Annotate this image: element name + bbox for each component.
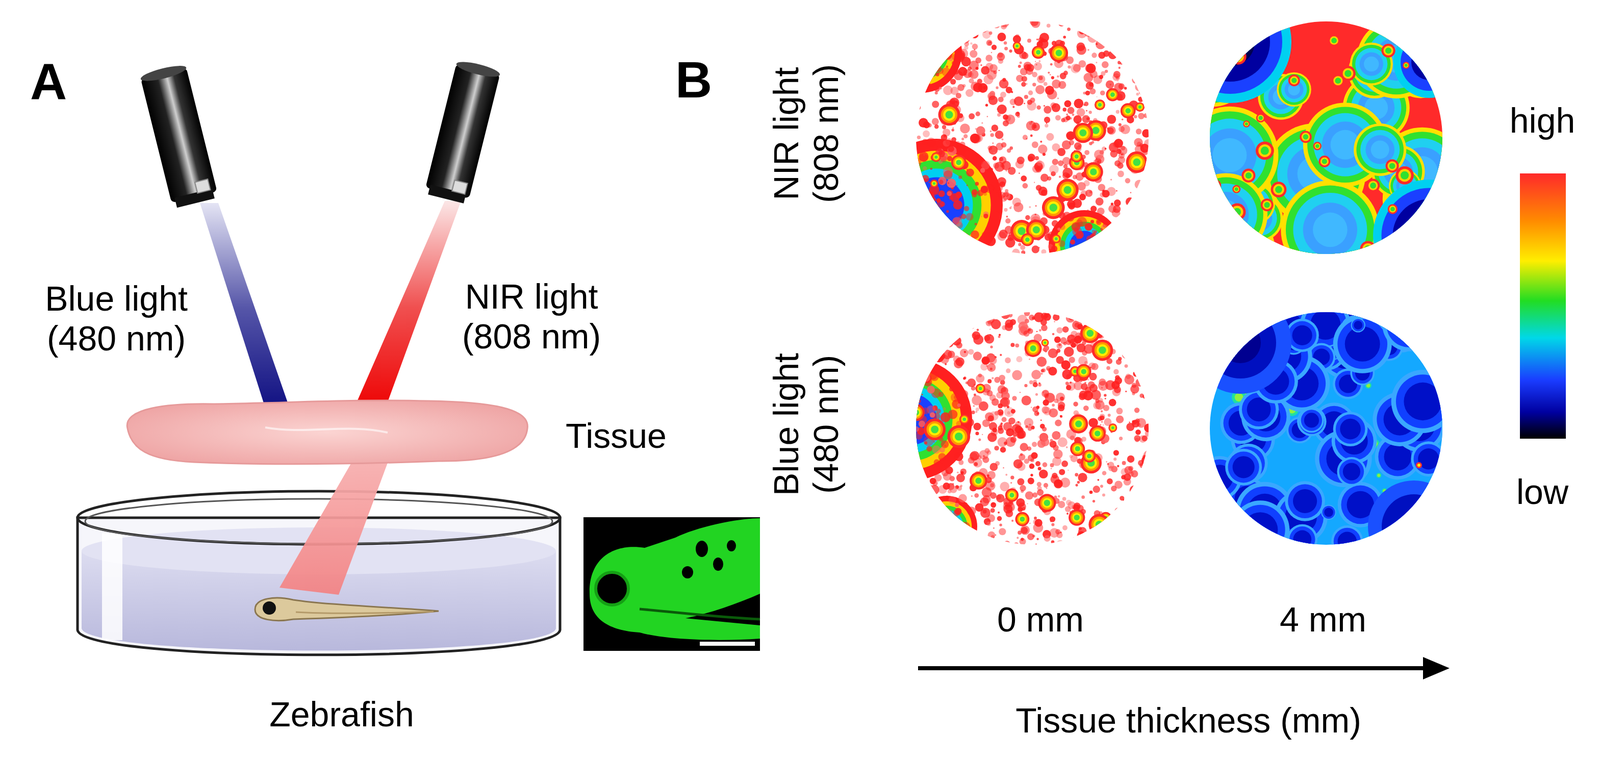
panel-letter: A xyxy=(30,52,67,112)
tissue-slice xyxy=(127,400,528,465)
heatmap-panel xyxy=(1209,312,1443,545)
thickness-arrow xyxy=(918,656,1450,680)
blue-beam xyxy=(199,202,292,415)
thickness-value: 4 mm xyxy=(1279,599,1367,640)
fluorescence-inset xyxy=(583,517,760,651)
heatmap-panel xyxy=(916,21,1149,255)
panel-letter: B xyxy=(675,50,713,110)
row-label: Blue light (480 nm) xyxy=(766,327,846,522)
zebrafish-larva xyxy=(255,597,439,621)
color-bar xyxy=(1519,173,1566,439)
nir-beam xyxy=(351,200,462,414)
row-label: NIR light (808 nm) xyxy=(766,36,846,231)
heatmap-panel xyxy=(1209,21,1443,255)
zebrafish-label: Zebrafish xyxy=(269,694,414,734)
blue-flashlight xyxy=(139,62,219,209)
scale-max-label: high xyxy=(1509,100,1576,141)
transmitted-light xyxy=(279,460,389,595)
tissue-label: Tissue xyxy=(565,415,667,456)
scale-min-label: low xyxy=(1516,471,1569,512)
light-label: Blue light (480 nm) xyxy=(14,278,219,359)
nir-flashlight xyxy=(423,59,501,205)
thickness-value: 0 mm xyxy=(997,599,1084,640)
axis-label: Tissue thickness (mm) xyxy=(1015,700,1362,741)
heatmap-panel xyxy=(916,312,1149,545)
light-label: NIR light (808 nm) xyxy=(429,276,634,357)
